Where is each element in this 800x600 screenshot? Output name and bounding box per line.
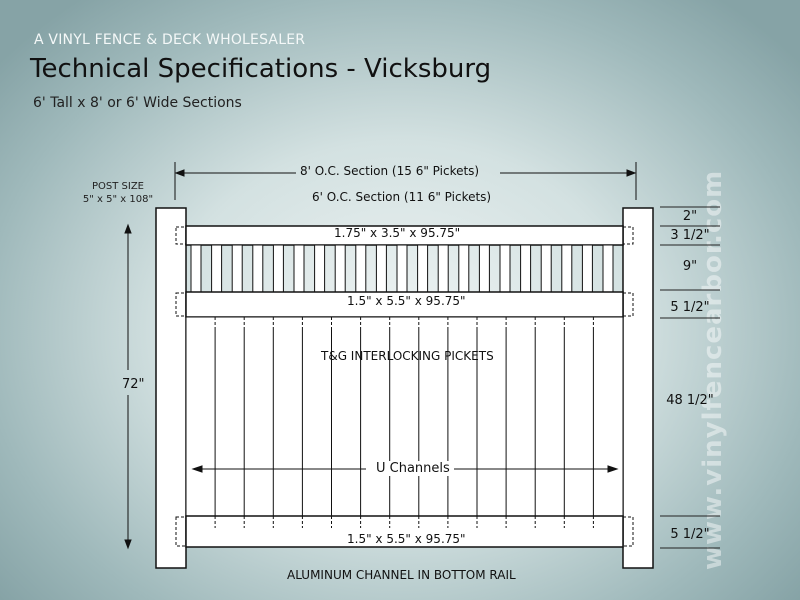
baluster [375,244,387,293]
section-8ft-label: 8' O.C. Section (15 6" Pickets) [300,164,480,178]
baluster [231,244,243,293]
baluster [334,244,346,293]
bottom-rail-label: 1.5" x 5.5" x 95.75" [347,532,466,546]
post-size-value: 5" x 5" x 108" [82,194,154,205]
aluminum-channel-label: ALUMINUM CHANNEL IN BOTTOM RAIL [287,568,516,582]
top-rail-label: 1.75" x 3.5" x 95.75" [334,226,461,240]
bottom-rail [185,515,624,548]
company-tagline: A VINYL FENCE & DECK WHOLESALER [34,32,306,48]
baluster [458,244,470,293]
baluster [602,244,614,293]
dim-top-gap: 2" [682,209,698,224]
baluster [540,244,552,293]
baluster [211,244,223,293]
section-width-arrow [174,162,637,200]
section-6ft-label: 6' O.C. Section (11 6" Pickets) [312,190,492,204]
height-arrow [124,223,132,550]
dim-pickets: 48 1/2" [666,393,714,408]
baluster [561,244,573,293]
baluster [314,244,326,293]
u-channels-label: U Channels [372,461,454,476]
post-size-title: POST SIZE [91,181,144,192]
baluster [499,244,511,293]
baluster [293,244,305,293]
baluster [417,244,429,293]
baluster [355,244,367,293]
height-label: 72" [122,377,145,392]
middle-rail-label: 1.5" x 5.5" x 95.75" [347,294,466,308]
dim-lattice: 9" [682,259,698,274]
dim-bottom-rail: 5 1/2" [670,527,710,542]
page-subtitle: 6' Tall x 8' or 6' Wide Sections [33,95,242,111]
dimension-ticks [660,206,720,549]
picket-panel [185,316,624,517]
lattice-balusters [190,244,614,293]
baluster [272,244,284,293]
left-post [155,207,187,569]
picket-lines [214,330,594,516]
post-size-label: POST SIZE 5" x 5" x 108" [70,180,166,206]
dim-top-rail: 3 1/2" [670,228,710,243]
right-post [622,207,654,569]
hidden-rail-ends [175,226,634,547]
page-title: Technical Specifications - Vicksburg [30,54,492,84]
baluster [252,244,264,293]
baluster [396,244,408,293]
baluster [478,244,490,293]
dim-middle-rail: 5 1/2" [670,300,710,315]
pickets-label: T&G INTERLOCKING PICKETS [321,349,494,363]
u-channel-arrow [191,465,619,473]
picket-dash-ticks [214,317,594,528]
baluster [190,244,202,293]
baluster [520,244,532,293]
baluster [581,244,593,293]
baluster [437,244,449,293]
